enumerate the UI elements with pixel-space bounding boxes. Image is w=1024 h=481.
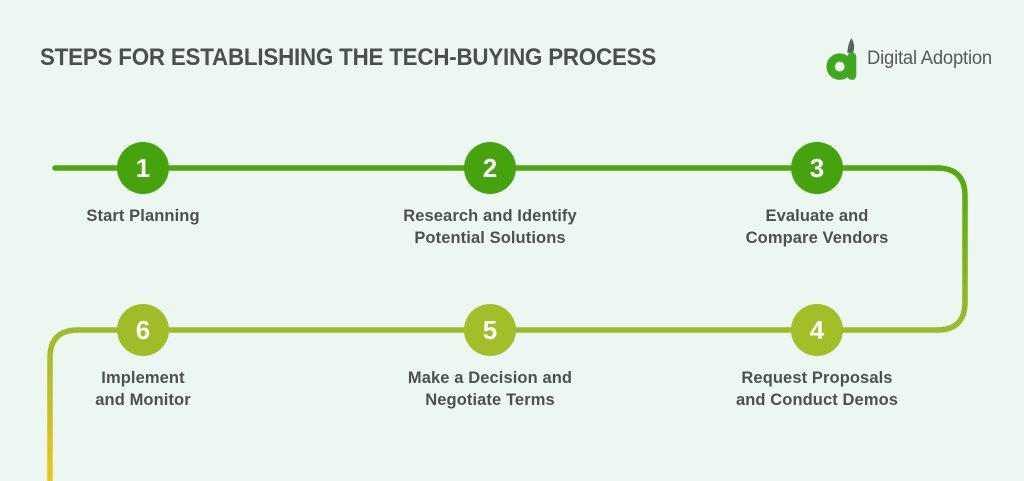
step-3-number-badge: 3 [791,142,843,194]
process-path-left-tail [47,327,79,481]
step-1-label: Start Planning [86,207,200,225]
step-1: 1 Start Planning [0,142,293,227]
step-2: 2 Research and Identify Potential Soluti… [340,142,640,249]
step-6-label: Implement and Monitor [95,369,191,409]
step-3-number: 3 [809,152,825,183]
step-3: 3 Evaluate and Compare Vendors [667,142,967,249]
process-path-right-turn [936,165,968,333]
step-6: 6 Implement and Monitor [0,304,293,411]
step-4: 4 Request Proposals and Conduct Demos [667,304,967,411]
step-2-number-badge: 2 [464,142,516,194]
step-1-number-badge: 1 [117,142,169,194]
logo-leaf-shape [847,37,855,53]
step-4-number: 4 [809,314,825,345]
step-3-label: Evaluate and Compare Vendors [745,207,889,247]
digital-adoption-logo: Digital Adoption [826,36,996,82]
step-4-number-badge: 4 [791,304,843,356]
page-title: STEPS FOR ESTABLISHING THE TECH-BUYING P… [40,44,657,71]
step-6-number-badge: 6 [117,304,169,356]
step-5-number: 5 [482,314,498,345]
logo-wordmark: Digital Adoption [867,48,993,69]
step-5-number-badge: 5 [464,304,516,356]
step-2-number: 2 [482,152,498,183]
digital-adoption-logo-icon [826,37,862,82]
step-2-label: Research and Identify Potential Solution… [403,207,577,247]
step-6-number: 6 [135,314,151,345]
step-4-label: Request Proposals and Conduct Demos [735,369,899,409]
step-1-number: 1 [135,152,151,183]
step-5-label: Make a Decision and Negotiate Terms [407,369,573,409]
step-5: 5 Make a Decision and Negotiate Terms [340,304,640,411]
